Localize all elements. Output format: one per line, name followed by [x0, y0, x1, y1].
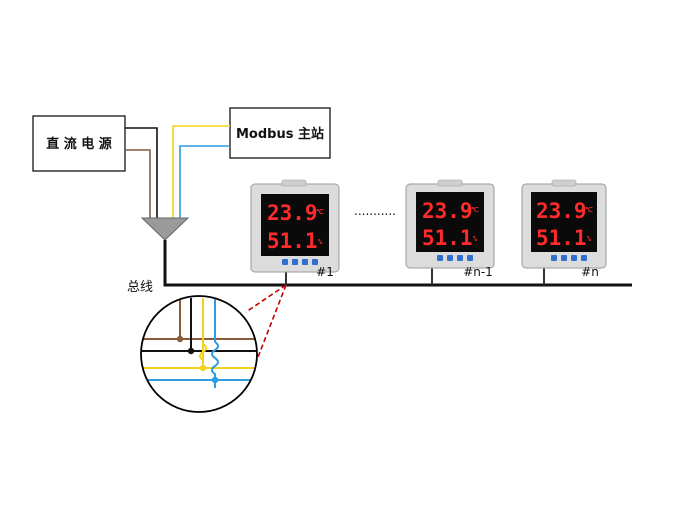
device-1-hum-unit: %	[318, 238, 323, 246]
device-n-temp: 23.9	[536, 199, 587, 223]
wiring-detail-zoom	[141, 296, 257, 412]
master-wire-blue	[179, 145, 230, 218]
device-1-tag: #1	[316, 265, 334, 279]
device-n-1-hum: 51.1	[422, 226, 473, 250]
device-n-screen	[531, 192, 597, 252]
device-n-1-hum-unit: %	[473, 235, 478, 243]
modbus-master-label: Modbus 主站	[236, 126, 324, 142]
bus-cable	[163, 240, 632, 287]
device-1-hum: 51.1	[267, 229, 318, 253]
power-wire-brown	[125, 149, 151, 218]
device-n: 23.9 ℃ 51.1 %	[521, 179, 607, 269]
device-n-1-screen	[416, 192, 484, 252]
device-n-hum: 51.1	[536, 226, 587, 250]
device-n-1: 23.9 ℃ 51.1 %	[405, 179, 495, 269]
device-1-temp: 23.9	[267, 201, 318, 225]
dc-power-label: 直 流 电 源	[46, 136, 112, 152]
master-wire-yellow	[172, 125, 230, 218]
device-1-screen	[261, 194, 329, 256]
cable-merge-funnel	[140, 217, 190, 241]
device-n-temp-unit: ℃	[585, 206, 593, 214]
bus-label: 总线	[127, 280, 153, 295]
device-n-tag: #n	[581, 265, 599, 279]
device-1: 23.9 ℃ 51.1 %	[250, 179, 340, 273]
power-wire-black	[125, 127, 158, 218]
ellipsis: ...........	[354, 204, 396, 218]
device-n-1-tag: #n-1	[463, 265, 493, 279]
device-n-hum-unit: %	[587, 235, 592, 243]
device-1-temp-unit: ℃	[316, 208, 324, 216]
wiring-detail-circle	[140, 295, 258, 413]
modbus-master-box	[229, 107, 331, 159]
device-n-1-temp-unit: ℃	[471, 206, 479, 214]
dc-power-box	[32, 115, 126, 172]
device-n-1-temp: 23.9	[422, 199, 473, 223]
callout-line-upper	[245, 284, 287, 313]
